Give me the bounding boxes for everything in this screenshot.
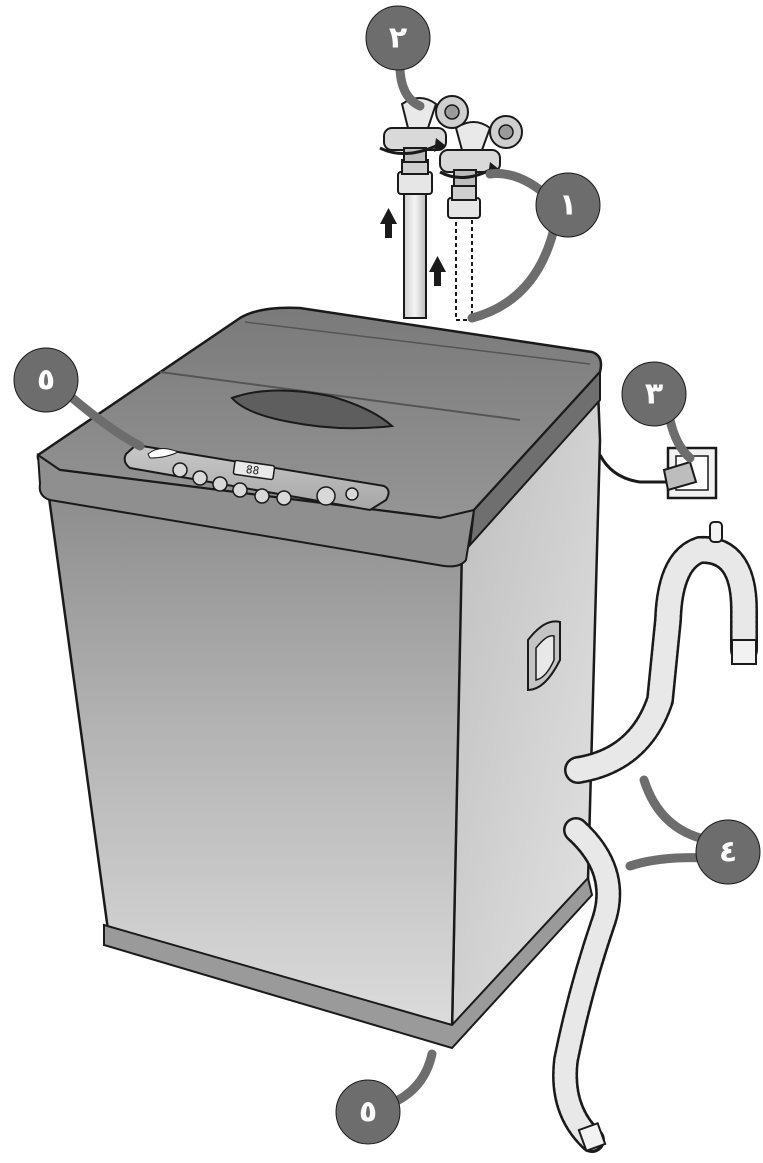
arrow-up-icon xyxy=(380,208,397,238)
callout-hoses: ٤ xyxy=(630,780,760,884)
svg-text:٣: ٣ xyxy=(645,377,663,412)
inlet-hose-icon xyxy=(398,160,432,318)
svg-text:٢: ٢ xyxy=(389,21,407,56)
callout-power-plug: ٣ xyxy=(622,362,690,458)
callout-cold-tap: ١ xyxy=(472,173,600,318)
panel-button[interactable] xyxy=(346,488,358,500)
panel-button[interactable] xyxy=(193,471,207,485)
inlet-hoses xyxy=(380,96,522,320)
drain-hose-icon xyxy=(578,522,756,770)
svg-text:٥: ٥ xyxy=(359,1095,377,1130)
inlet-hose-icon xyxy=(448,186,480,320)
panel-button[interactable] xyxy=(317,487,335,505)
callout-hot-tap: ٢ xyxy=(366,6,430,106)
panel-button[interactable] xyxy=(173,463,187,477)
callout-base-feet: ٥ xyxy=(336,1054,432,1144)
panel-button[interactable] xyxy=(255,489,269,503)
power-cord xyxy=(600,455,666,482)
washing-machine: 88 xyxy=(38,308,601,1048)
svg-text:١: ١ xyxy=(559,188,577,223)
front-panel xyxy=(48,490,462,1030)
panel-button[interactable] xyxy=(233,483,247,497)
svg-text:٥: ٥ xyxy=(37,363,55,398)
arrow-up-icon xyxy=(429,256,446,286)
svg-text:٤: ٤ xyxy=(719,835,737,870)
power-connection xyxy=(600,448,716,498)
panel-button[interactable] xyxy=(213,477,227,491)
panel-button[interactable] xyxy=(277,491,291,505)
display-readout: 88 xyxy=(245,463,260,478)
